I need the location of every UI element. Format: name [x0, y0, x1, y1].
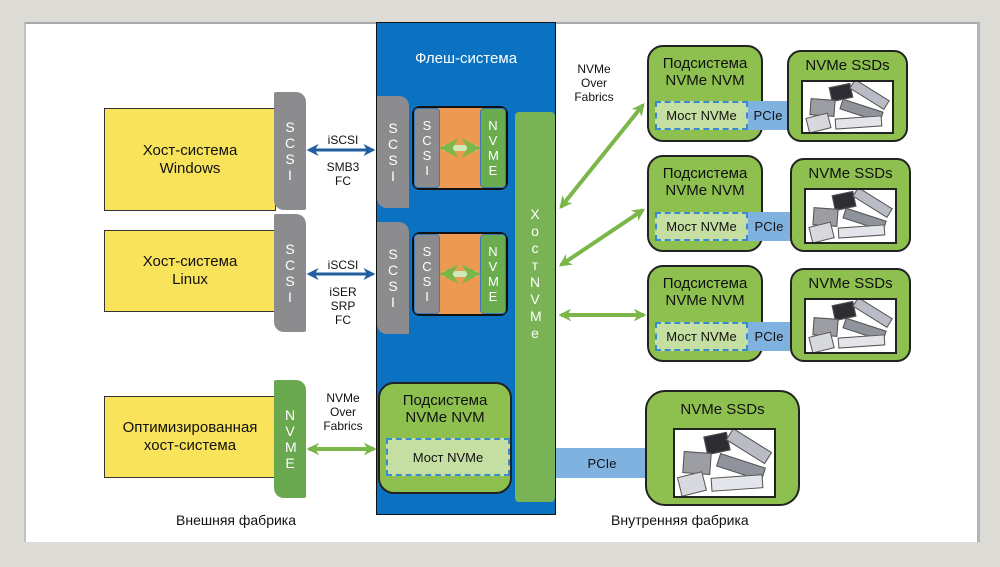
ssd-box-direct: NVMe SSDs [645, 390, 800, 506]
fabric-label: NVMe Over Fabrics [574, 62, 614, 104]
subsystem-title: Подсистема NVMe NVM [402, 392, 488, 426]
flash-scsi-target-2: SCSI [377, 222, 409, 334]
translator-body: SCSI NVME [414, 234, 506, 314]
host-optimized-nvme-tab: NVME [274, 380, 306, 498]
ssd-drive-graphic [837, 224, 885, 240]
host-nvme-label: Хост NVMe [530, 206, 542, 341]
ssd-drive-graphic [834, 115, 882, 130]
caption-internal-fabric: Внутренняя фабрика [611, 512, 749, 528]
remote-pcie-1: PCIe [748, 101, 788, 130]
nvme-label: NVME [488, 118, 499, 178]
ssd-title: NVMe SSDs [808, 275, 893, 292]
ssd-title: NVMe SSDs [808, 165, 893, 182]
scsi-label: SCSI [422, 118, 432, 178]
host-optimized: Оптимизированная хост-система [104, 396, 276, 478]
scsi-nvme-translator-1: SCSI NVME [412, 106, 508, 190]
ssd-drive-graphic [807, 331, 835, 352]
scsi-label: SCSI [285, 241, 296, 305]
protocol-optimized: NVMe Over Fabrics [323, 391, 363, 433]
host-linux: Хост-система Linux [104, 230, 276, 312]
nvme-label: NVME [285, 407, 297, 471]
protocol-windows-below: SMB3 FC [326, 160, 360, 188]
flash-nvme-bridge: Мост NVMe [386, 438, 510, 476]
subsystem-title: Подсистема NVMe NVM [662, 165, 748, 199]
host-linux-scsi-tab: SCSI [274, 214, 306, 332]
remote-pcie-2: PCIe [748, 212, 790, 241]
ssd-photo [673, 428, 776, 498]
inner-nvme-block: NVME [480, 108, 506, 188]
remote-bridge-3: Мост NVMe [655, 322, 748, 351]
ssd-photo [804, 298, 897, 354]
protocol-linux-below: iSER SRP FC [329, 285, 357, 327]
subsystem-title: Подсистема NVMe NVM [662, 55, 748, 89]
ssd-box-1: NVMe SSDs [787, 50, 908, 142]
ssd-photo [804, 188, 897, 244]
direct-pcie-link: PCIe [556, 448, 648, 478]
flash-scsi-target-1: SCSI [377, 96, 409, 208]
subsystem-title: Подсистема NVMe NVM [662, 275, 748, 309]
protocol-windows-above: iSCSI [327, 133, 359, 147]
scsi-label: SCSI [388, 246, 399, 310]
remote-bridge-2: Мост NVMe [655, 212, 748, 241]
inner-scsi-block: SCSI [414, 108, 440, 188]
ssd-drive-graphic [807, 221, 835, 242]
scsi-nvme-translator-2: SCSI NVME [412, 232, 508, 316]
remote-pcie-3: PCIe [748, 322, 790, 351]
ssd-box-3: NVMe SSDs [790, 268, 911, 362]
remote-bridge-1: Мост NVMe [655, 101, 748, 130]
ssd-title: NVMe SSDs [805, 57, 890, 74]
nvme-label: NVME [488, 244, 499, 304]
host-nvme-column: Хост NVMe [515, 112, 555, 502]
ssd-drive-graphic [676, 470, 707, 496]
scsi-label: SCSI [388, 120, 399, 184]
ssd-photo [801, 80, 894, 134]
inner-nvme-block: NVME [480, 234, 506, 314]
host-windows: Хост-система Windows [104, 108, 276, 211]
scsi-label: SCSI [422, 244, 432, 304]
inner-scsi-block: SCSI [414, 234, 440, 314]
host-windows-scsi-tab: SCSI [274, 92, 306, 210]
translator-body: SCSI NVME [414, 108, 506, 188]
protocol-linux-above: iSCSI [327, 258, 359, 272]
scsi-label: SCSI [285, 119, 296, 183]
ssd-drive-graphic [837, 334, 885, 350]
ssd-title: NVMe SSDs [680, 401, 765, 418]
ssd-drive-graphic [804, 112, 832, 132]
flash-system-title: Флеш-система [414, 50, 518, 67]
ssd-box-2: NVMe SSDs [790, 158, 911, 252]
ssd-drive-graphic [710, 474, 763, 492]
caption-external-fabric: Внешняя фабрика [176, 512, 297, 528]
